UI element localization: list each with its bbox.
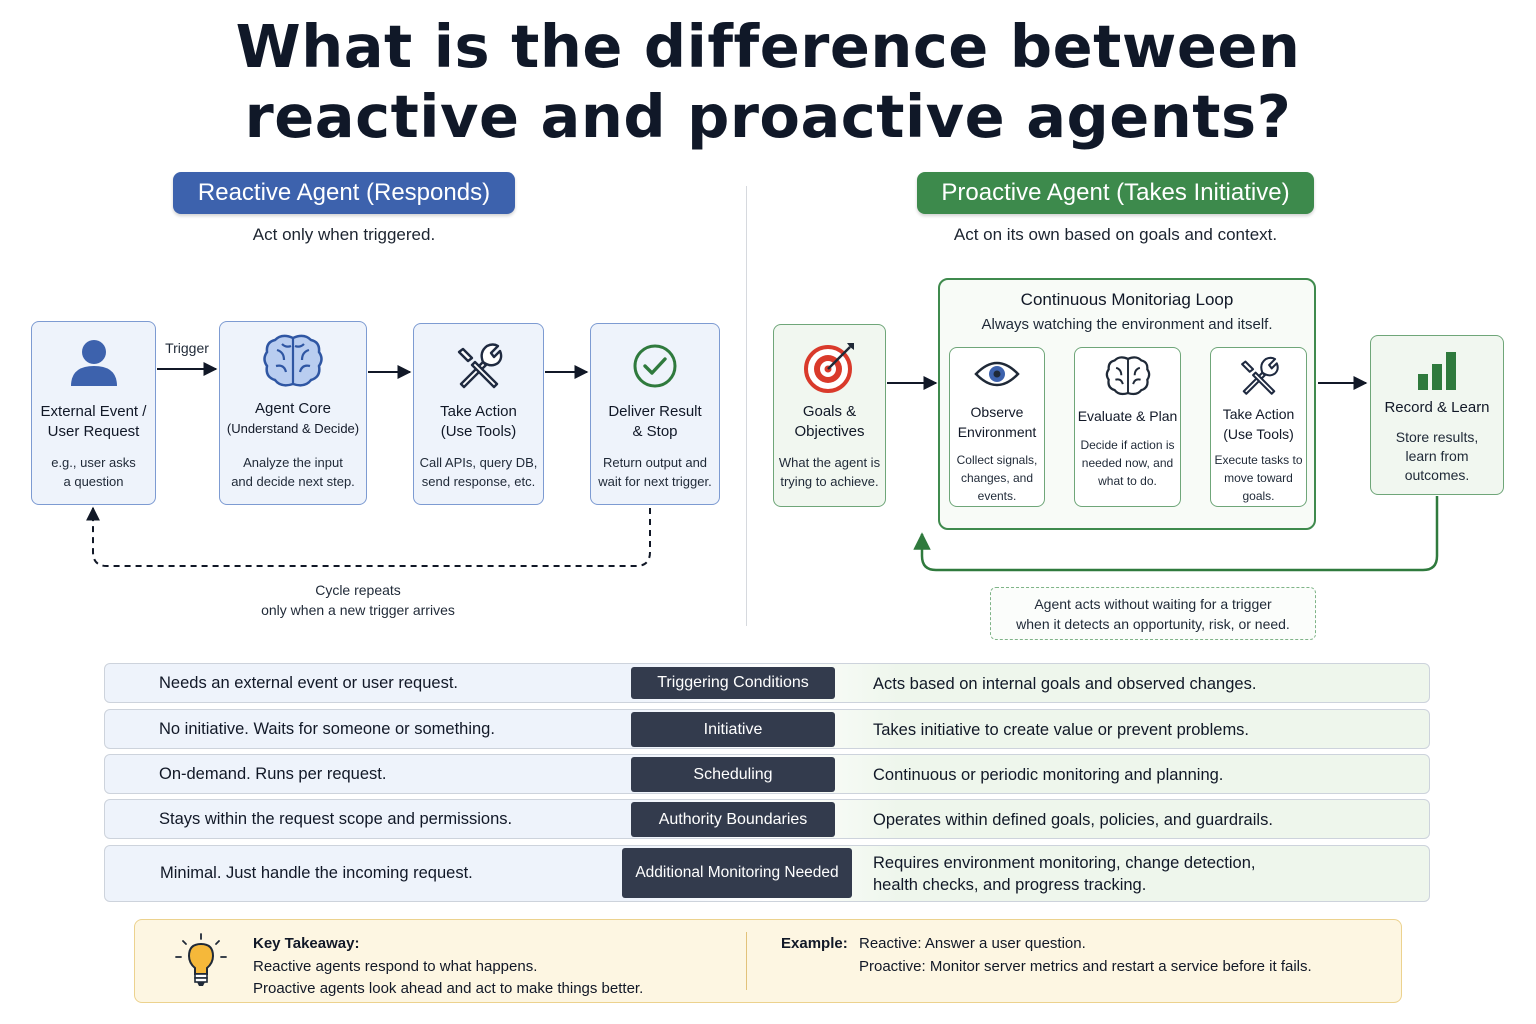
loop-step-take-action: Take Action (Use Tools) Execute tasks to… — [1210, 347, 1307, 507]
section-divider — [746, 186, 747, 626]
comparison-row-triggering: Needs an external event or user request.… — [104, 663, 1430, 703]
takeaway-heading: Key Takeaway: — [253, 935, 360, 952]
reactive-node-external-event: External Event / User Request e.g., user… — [31, 321, 156, 505]
key-takeaway-panel: Key Takeaway: Reactive agents respond to… — [134, 919, 1402, 1003]
loop-step-observe: Observe Environment Collect signals, cha… — [949, 347, 1045, 507]
tools-icon — [1211, 354, 1306, 398]
takeaway-line-1: Reactive agents respond to what happens. — [253, 958, 538, 975]
reactive-heading: Reactive Agent (Responds) — [173, 172, 515, 214]
bar-chart-icon — [1371, 350, 1503, 390]
lightbulb-icon — [173, 932, 229, 995]
proactive-heading: Proactive Agent (Takes Initiative) — [917, 172, 1314, 214]
cycle-label-1: Cycle repeats — [315, 582, 401, 598]
comparison-row-initiative: No initiative. Waits for someone or some… — [104, 709, 1430, 749]
comparison-row-scheduling: On-demand. Runs per request. Scheduling … — [104, 754, 1430, 794]
page-title-line-1: What is the difference between — [235, 12, 1301, 81]
dimension-label: Initiative — [631, 712, 835, 747]
tools-icon — [414, 340, 543, 392]
reactive-subtitle: Act only when triggered. — [252, 225, 436, 244]
loop-step-evaluate: Evaluate & Plan Decide if action is need… — [1074, 347, 1181, 507]
brain-icon — [1075, 354, 1180, 398]
loop-title: Continuous Monitoriag Loop — [1020, 290, 1234, 309]
dimension-label: Additional Monitoring Needed — [622, 848, 852, 898]
target-icon — [774, 340, 885, 394]
takeaway-divider — [746, 932, 747, 990]
takeaway-line-2: Proactive agents look ahead and act to m… — [253, 980, 644, 997]
cycle-label-2: only when a new trigger arrives — [261, 602, 455, 618]
proactive-subtitle: Act on its own based on goals and contex… — [953, 225, 1278, 244]
proactive-node-record-learn: Record & Learn Store results, learn from… — [1370, 335, 1504, 495]
dimension-label: Scheduling — [631, 757, 835, 792]
comparison-row-authority: Stays within the request scope and permi… — [104, 799, 1430, 839]
trigger-label: Trigger — [165, 340, 209, 356]
reactive-node-agent-core: Agent Core (Understand & Decide) Analyze… — [219, 321, 367, 505]
proactive-note: Agent acts without waiting for a trigger… — [990, 587, 1316, 640]
check-circle-icon — [591, 342, 719, 390]
eye-icon — [950, 358, 1044, 390]
user-icon — [32, 336, 155, 388]
dimension-label: Authority Boundaries — [631, 802, 835, 837]
page-title-line-2: reactive and proactive agents? — [244, 82, 1292, 151]
example-reactive: Reactive: Answer a user question. — [859, 935, 1086, 952]
reactive-node-deliver-result: Deliver Result & Stop Return output and … — [590, 323, 720, 505]
example-proactive: Proactive: Monitor server metrics and re… — [859, 958, 1312, 975]
loop-subtitle: Always watching the environment and itse… — [981, 316, 1273, 333]
dimension-label: Triggering Conditions — [631, 667, 835, 699]
example-label: Example: — [781, 935, 848, 952]
brain-icon — [220, 332, 366, 390]
comparison-row-monitoring: Minimal. Just handle the incoming reques… — [104, 845, 1430, 902]
proactive-node-goals: Goals & Objectives What the agent is try… — [773, 324, 886, 507]
reactive-node-take-action: Take Action (Use Tools) Call APIs, query… — [413, 323, 544, 505]
cycle-return-arrow — [86, 506, 651, 567]
